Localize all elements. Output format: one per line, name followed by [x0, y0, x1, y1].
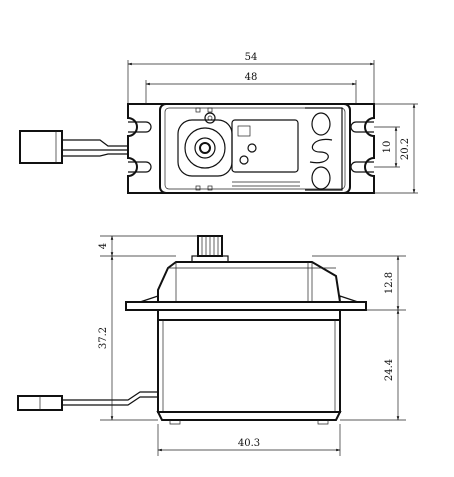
dim-label-48: 48: [245, 72, 258, 83]
screw-hole-top: [204, 112, 216, 124]
servo-connector: [19, 130, 63, 164]
flange-slot-right-bottom: [350, 161, 374, 173]
case-bottom-cap: [156, 411, 342, 421]
output-shaft: [184, 127, 226, 169]
dim-label-20-2: 20.2: [400, 138, 411, 160]
label-panel: [231, 119, 299, 173]
side-flange: [125, 301, 367, 311]
flange-slot-left-top: [128, 121, 152, 133]
case-top-outline: [159, 103, 351, 194]
flange-slot-left-bottom: [128, 161, 152, 173]
top-view: 54 48 10 20.2: [19, 52, 418, 194]
case-body: [157, 319, 341, 413]
side-view: 4 37.2 12.8 24.4 40.3: [17, 235, 406, 456]
flange-slot-right-top: [350, 121, 374, 133]
dim-label-10: 10: [382, 141, 393, 154]
servo-cable: [62, 139, 128, 157]
dim-label-40-3: 40.3: [238, 438, 260, 449]
case-middle-section: [157, 309, 341, 321]
dim-label-24-4: 24.4: [384, 359, 395, 381]
dim-label-12-8: 12.8: [384, 272, 395, 294]
side-cable: [62, 391, 158, 406]
logo-mark: [305, 107, 343, 191]
dim-label-37-2: 37.2: [98, 327, 109, 349]
dim-label-54: 54: [245, 52, 258, 63]
dim-label-4: 4: [98, 243, 109, 249]
